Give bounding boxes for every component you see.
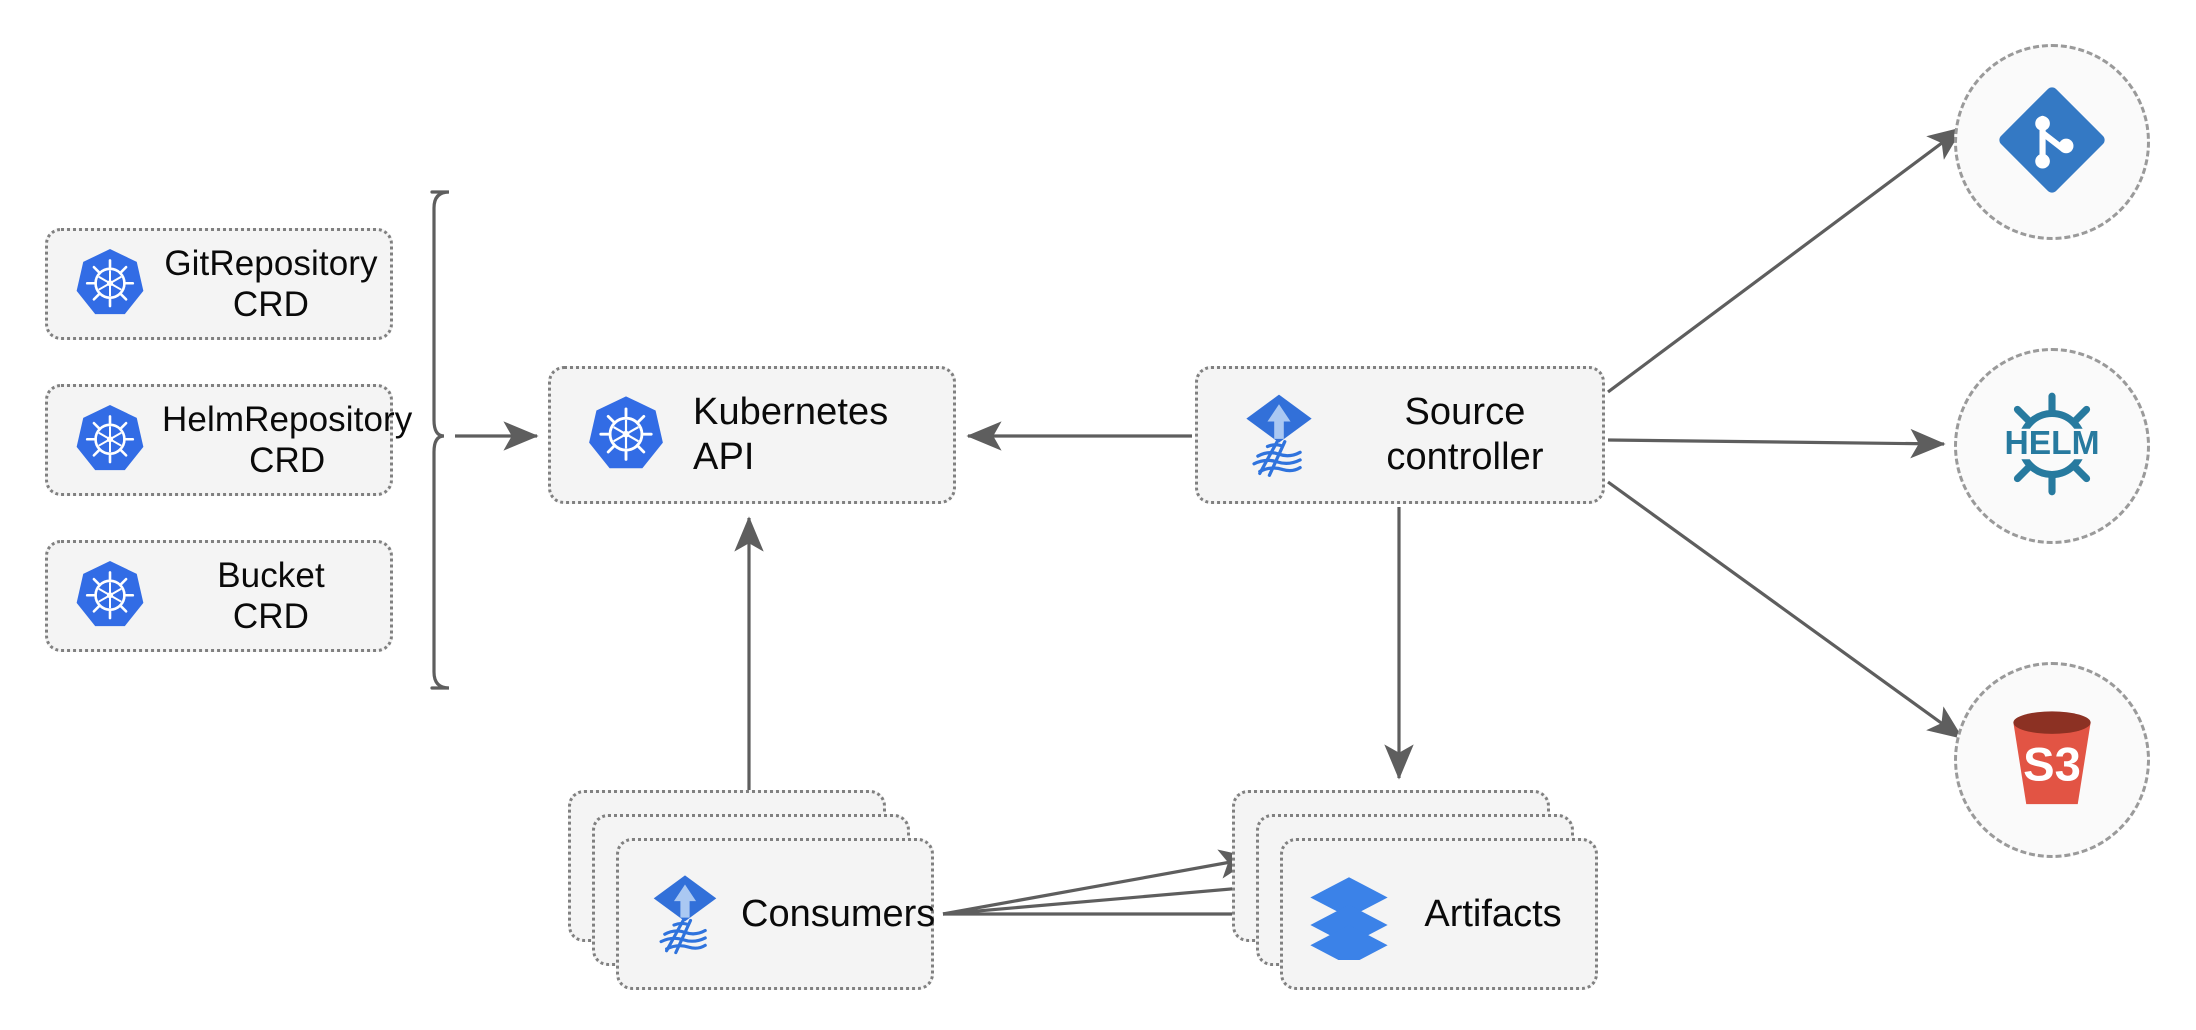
crd-label: HelmRepository CRD bbox=[162, 399, 413, 480]
external-helm-node[interactable]: HELM bbox=[1954, 348, 2150, 544]
crd-node-gitrepository[interactable]: GitRepository CRD bbox=[45, 228, 393, 340]
kubernetes-icon bbox=[58, 402, 162, 478]
edge-consumers-to-artifacts-back bbox=[942, 849, 1255, 916]
kubernetes-api-node[interactable]: Kubernetes API bbox=[548, 366, 956, 504]
git-icon bbox=[1993, 81, 2111, 204]
crd-node-bucket[interactable]: Bucket CRD bbox=[45, 540, 393, 652]
consumers-card-front[interactable]: Consumers bbox=[616, 838, 935, 990]
crd-node-helmrepository[interactable]: HelmRepository CRD bbox=[45, 384, 412, 496]
edge-consumers-to-artifacts-mid bbox=[942, 873, 1279, 916]
external-s3-node[interactable]: S3 bbox=[1954, 662, 2150, 858]
consumers-label: Consumers bbox=[741, 892, 936, 935]
layers-icon bbox=[1293, 868, 1405, 960]
artifacts-stack[interactable]: Artifacts bbox=[1232, 790, 1604, 990]
kubernetes-api-label: Kubernetes API bbox=[693, 391, 889, 478]
s3-label: S3 bbox=[2023, 738, 2081, 791]
helm-label: HELM bbox=[2004, 425, 2099, 462]
source-controller-label: Source controller bbox=[1386, 391, 1544, 478]
artifacts-label: Artifacts bbox=[1424, 892, 1562, 935]
consumers-stack[interactable]: Consumers bbox=[568, 790, 940, 990]
source-controller-node[interactable]: Source controller bbox=[1195, 366, 1605, 504]
kubernetes-icon bbox=[571, 393, 681, 477]
crd-label: Bucket CRD bbox=[217, 555, 325, 636]
helm-icon: HELM bbox=[1991, 383, 2113, 510]
crd-label: GitRepository CRD bbox=[164, 243, 378, 324]
flux-icon bbox=[629, 868, 741, 960]
edge-source-controller-to-s3 bbox=[1607, 480, 1964, 740]
brace-path bbox=[430, 190, 450, 690]
kubernetes-icon bbox=[58, 558, 162, 634]
s3-bucket-icon: S3 bbox=[1993, 699, 2111, 822]
edge-source-controller-to-helm bbox=[1607, 428, 1946, 459]
edge-source-controller-to-git bbox=[1607, 126, 1964, 394]
flux-icon bbox=[1220, 387, 1338, 483]
external-git-node[interactable] bbox=[1954, 44, 2150, 240]
artifacts-card-front[interactable]: Artifacts bbox=[1280, 838, 1598, 990]
kubernetes-icon bbox=[58, 246, 162, 322]
